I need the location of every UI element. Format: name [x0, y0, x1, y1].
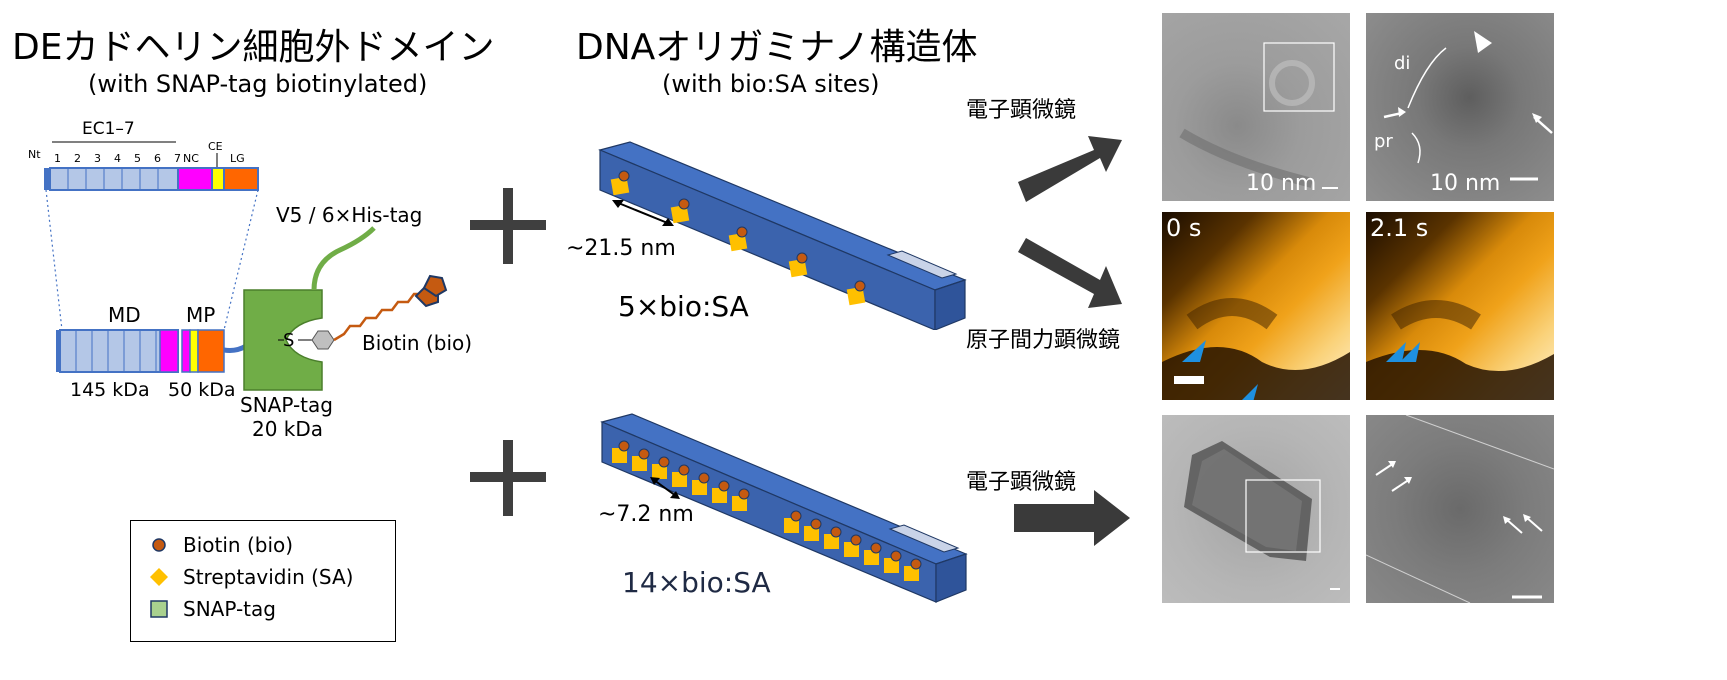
left-subtitle: (with SNAP-tag biotinylated): [88, 70, 428, 98]
projection-line: [45, 189, 63, 331]
spacing-arrow: [612, 200, 674, 226]
middle-title: DNAオリガミナノ構造体: [576, 27, 978, 68]
biotin-label: Biotin (bio): [362, 331, 472, 355]
bottom-count-label: 14×bio:SA: [622, 566, 771, 599]
legend-item-snap: SNAP-tag: [149, 597, 276, 621]
ce-label: CE: [208, 140, 223, 153]
pr-label: pr: [1374, 131, 1393, 152]
bio-sa-sites-bottom: [612, 440, 922, 581]
biotin-icon: [152, 538, 166, 552]
origami-bottom: [600, 413, 968, 603]
ec-num: 2: [74, 152, 81, 165]
em-label-top: 電子顕微鏡: [966, 98, 1077, 123]
biotin-ring: [422, 274, 448, 298]
nc-label: NC: [183, 152, 199, 165]
projection-line: [223, 189, 259, 331]
streptavidin-icon: [150, 568, 168, 586]
md-mass: 145 kDa: [70, 379, 150, 401]
afm2-time: 2.1 s: [1370, 214, 1429, 242]
his-tag-tail: [311, 226, 376, 291]
arrow-up-right-icon: [1018, 136, 1122, 202]
em-image-4: [1366, 415, 1554, 603]
afm-label: 原子間力顕微鏡: [966, 328, 1121, 353]
em-image-2: di pr 10 nm: [1366, 13, 1554, 201]
his-tag-label: V5 / 6×His-tag: [276, 203, 422, 227]
em-image-1: 10 nm: [1162, 13, 1350, 201]
origami-top: [598, 141, 967, 330]
ec-label: EC1–7: [82, 119, 135, 139]
plus-icon: [470, 188, 546, 264]
ec-num: 5: [134, 152, 141, 165]
legend-sa-label: Streptavidin (SA): [183, 565, 354, 589]
afm-arrowhead-icon: [1182, 340, 1206, 362]
bottom-spacing-label: ~7.2 nm: [598, 502, 694, 527]
zoom-box: [1263, 42, 1335, 112]
nt-label: Nt: [28, 148, 41, 161]
legend-item-biotin: Biotin (bio): [149, 533, 293, 557]
afm1-time: 0 s: [1166, 214, 1202, 242]
benzyl-hexagon: [311, 330, 335, 350]
em2-scale-label: 10 nm: [1430, 171, 1501, 196]
cadherin-diagram: EC1–7 Nt CE 1 2 3 4 5 6 7 NC LG MD MP: [28, 119, 472, 441]
em1-scale-label: 10 nm: [1246, 171, 1317, 196]
legend-biotin-label: Biotin (bio): [183, 533, 294, 557]
snap-mass: 20 kDa: [252, 417, 323, 441]
plus-icon: [470, 440, 546, 516]
ec-num: 7: [174, 152, 181, 165]
md-bar: [56, 329, 179, 373]
afm-arrowhead-icon: [1386, 342, 1406, 362]
mp-label: MP: [186, 303, 215, 327]
mp-mass: 50 kDa: [168, 379, 236, 401]
scale-bar: [1174, 376, 1204, 384]
middle-subtitle: (with bio:SA sites): [662, 70, 880, 98]
snap-label: SNAP-tag: [240, 393, 333, 417]
zoom-box: [1245, 479, 1321, 553]
s-label: S: [283, 330, 294, 351]
afm-arrowhead-icon: [1400, 342, 1420, 362]
afm-arrowhead-icon: [1242, 384, 1258, 400]
domain-bar-top: [44, 167, 259, 191]
ec-num: 6: [154, 152, 161, 165]
legend-snap-label: SNAP-tag: [183, 597, 276, 621]
ec-num: 4: [114, 152, 121, 165]
di-label: di: [1394, 53, 1411, 74]
afm-image-1: 0 s: [1162, 212, 1350, 400]
linker: [223, 343, 248, 353]
legend-box: Biotin (bio) Streptavidin (SA) SNAP-tag: [130, 520, 396, 642]
left-title: DEカドヘリン細胞外ドメイン: [12, 27, 495, 68]
bio-sa-sites-top: [610, 170, 866, 306]
linker-chain: [333, 292, 420, 342]
spacing-arrow: [650, 477, 680, 499]
mp-bar: [181, 329, 225, 373]
afm-image-2: 2.1 s: [1366, 212, 1554, 400]
top-count-label: 5×bio:SA: [618, 290, 749, 323]
ec-num: 3: [94, 152, 101, 165]
md-label: MD: [108, 303, 141, 327]
snap-icon: [150, 600, 168, 618]
lg-label: LG: [230, 152, 245, 165]
ec-num: 1: [54, 152, 61, 165]
arrow-right-icon: [1014, 490, 1130, 546]
em-label-bottom: 電子顕微鏡: [966, 470, 1077, 495]
arrow-down-right-icon: [1018, 238, 1122, 308]
em-image-3: [1162, 415, 1350, 603]
arrowhead-icon: [1474, 31, 1492, 53]
legend-item-streptavidin: Streptavidin (SA): [149, 565, 353, 589]
top-spacing-label: ~21.5 nm: [566, 236, 676, 261]
